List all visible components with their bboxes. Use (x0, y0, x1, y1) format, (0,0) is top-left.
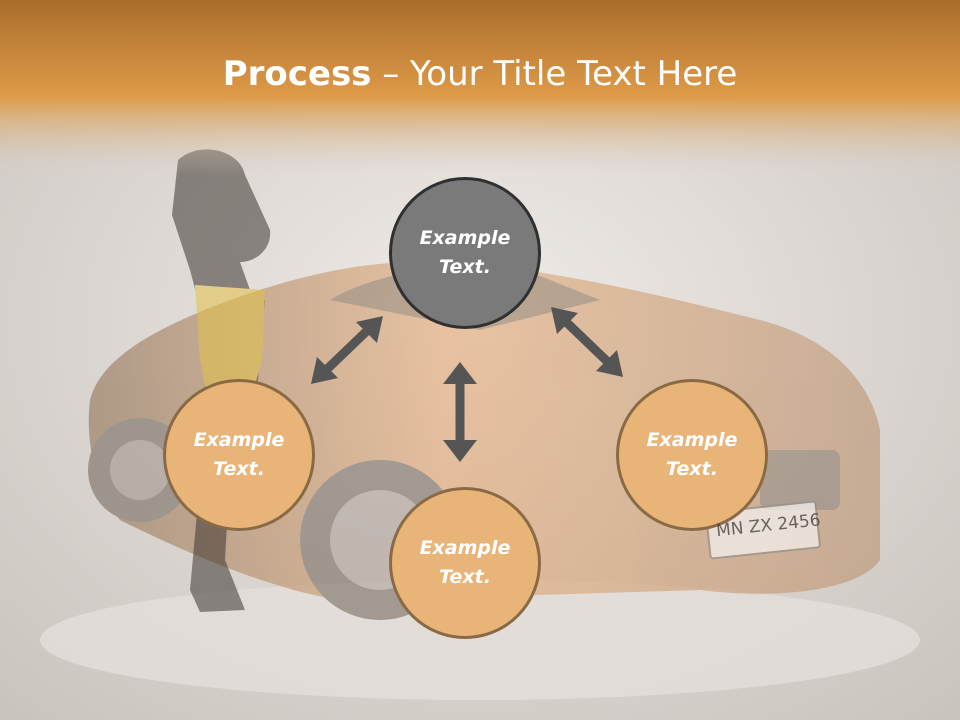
node-center: Example Text. (389, 177, 541, 329)
node-bottom: Example Text. (389, 487, 541, 639)
node-left: Example Text. (163, 379, 315, 531)
node-center-label: Example Text. (419, 227, 511, 278)
title-rest: – Your Title Text Here (371, 54, 738, 94)
title-bold: Process (222, 54, 372, 94)
node-right: Example Text. (616, 379, 768, 531)
page-title: Process – Your Title Text Here (0, 52, 960, 96)
node-right-label: Example Text. (646, 429, 738, 480)
node-bottom-label: Example Text. (419, 537, 511, 588)
node-left-label: Example Text. (193, 429, 285, 480)
